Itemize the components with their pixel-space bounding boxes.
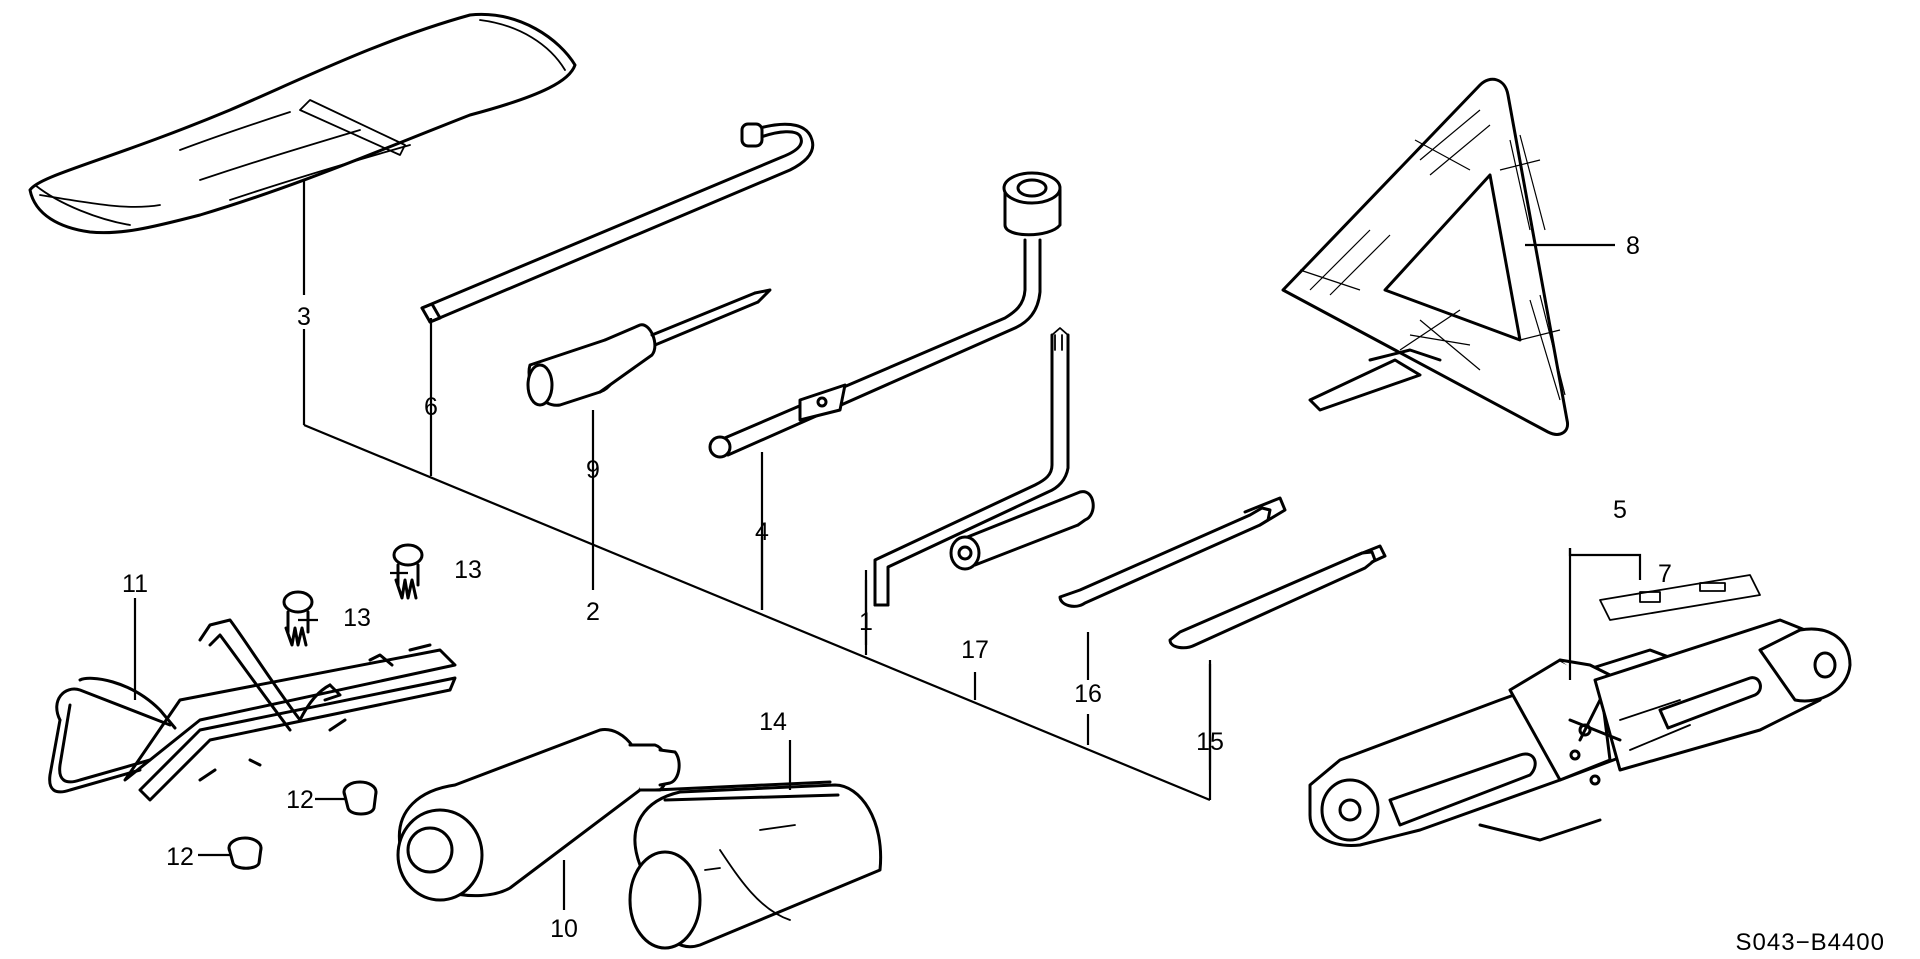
grommet-12-b	[227, 836, 263, 870]
flat-screwdriver-tool	[1058, 496, 1287, 608]
label-part-14: 14	[759, 708, 787, 736]
tool-holder-bracket	[48, 618, 457, 802]
label-part-13-b: 13	[343, 604, 371, 632]
jack-label	[1599, 574, 1761, 621]
hex-wrench	[873, 327, 1070, 607]
wheel-nut-wrench	[708, 171, 1062, 459]
grommet-12-a	[342, 780, 378, 816]
label-part-5: 5	[1613, 496, 1627, 524]
hex-driver	[949, 490, 1095, 571]
label-part-1: 1	[859, 608, 873, 636]
phillips-tool	[1168, 544, 1387, 650]
label-part-3: 3	[297, 303, 311, 331]
label-part-10: 10	[550, 915, 578, 943]
label-part-12-b: 12	[166, 843, 194, 871]
label-part-2: 2	[586, 598, 600, 626]
tool-bag	[28, 12, 577, 235]
screwdriver	[526, 288, 772, 407]
jack-handle-bar	[420, 122, 815, 324]
label-part-17: 17	[961, 636, 989, 664]
bolt-13-a	[392, 543, 424, 600]
label-part-16: 16	[1074, 680, 1102, 708]
label-part-4: 4	[755, 518, 769, 546]
label-part-8: 8	[1626, 232, 1640, 260]
label-part-6: 6	[424, 393, 438, 421]
diagram-code: S043−B4400	[1736, 929, 1885, 956]
label-part-11: 11	[122, 570, 148, 598]
label-leaders	[133, 243, 1642, 910]
label-part-7: 7	[1658, 560, 1672, 588]
scissor-jack	[1308, 618, 1852, 847]
bolt-13-b	[282, 590, 314, 647]
warning-triangle	[1281, 77, 1570, 436]
label-part-12-a: 12	[286, 786, 314, 814]
part-number-labels: 3 6 9 4 2 1 17 16 15 8 5 7 11 13 13 12 1…	[122, 232, 1672, 943]
label-part-15: 15	[1196, 728, 1224, 756]
label-part-9: 9	[586, 456, 600, 484]
canister-case	[628, 780, 883, 950]
label-part-13-a: 13	[454, 556, 482, 584]
